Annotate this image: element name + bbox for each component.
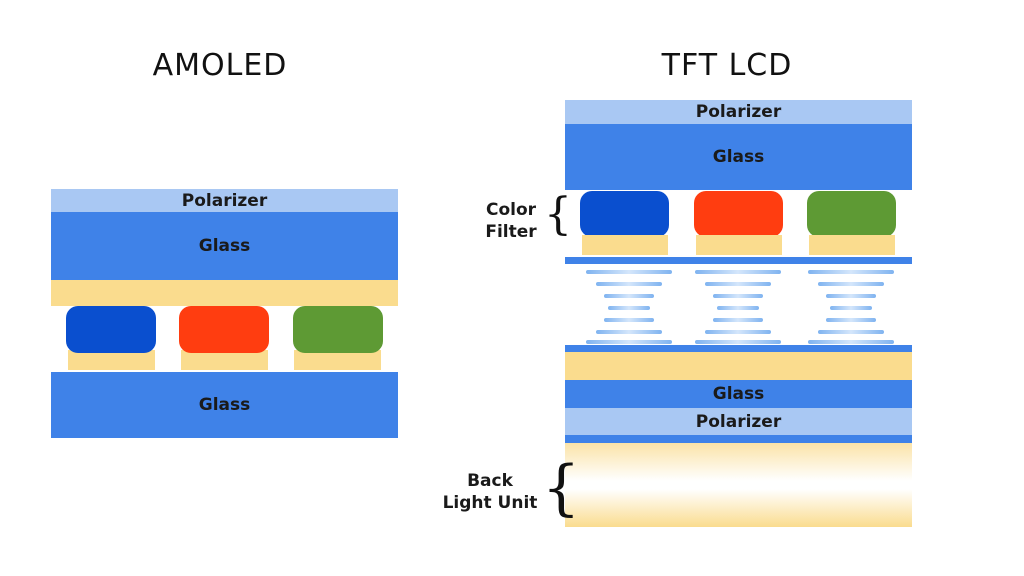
tft-glass-top-layer: Glass (565, 124, 912, 190)
tft-glass-bottom-layer: Glass (565, 380, 912, 408)
tft-red-color-filter (694, 191, 783, 237)
tft-filter-base (582, 235, 668, 255)
back-light-unit-label: Back Light Unit (442, 471, 538, 513)
tft-blue-color-filter (580, 191, 669, 237)
back-light-brace-icon: { (542, 453, 581, 523)
tft-alignment-layer-bottom (565, 345, 912, 352)
amoled-glass-top-layer: Glass (51, 212, 398, 280)
tft-alignment-layer-top (565, 257, 912, 264)
amoled-blue-subpixel (66, 306, 156, 353)
tft-backlight-top-edge (565, 435, 912, 443)
tft-backlight-unit (565, 443, 912, 527)
color-filter-label: Color Filter (485, 200, 537, 242)
amoled-green-subpixel (293, 306, 383, 353)
tft-polarizer-bottom-layer: Polarizer (565, 408, 912, 435)
amoled-pixel-base (181, 350, 268, 370)
amoled-encapsulation-layer (51, 280, 398, 306)
amoled-title: AMOLED (152, 48, 288, 83)
amoled-pixel-base (68, 350, 155, 370)
amoled-glass-bottom-layer: Glass (51, 372, 398, 438)
amoled-polarizer-layer: Polarizer (51, 189, 398, 212)
tft-filter-base (696, 235, 782, 255)
tft-transistor-layer (565, 352, 912, 380)
color-filter-brace-icon: { (544, 189, 572, 240)
tft-green-color-filter (807, 191, 896, 237)
amoled-pixel-base (294, 350, 381, 370)
tft-filter-base (809, 235, 895, 255)
tft-lcd-title: TFT LCD (661, 48, 793, 83)
amoled-red-subpixel (179, 306, 269, 353)
tft-polarizer-top-layer: Polarizer (565, 100, 912, 124)
